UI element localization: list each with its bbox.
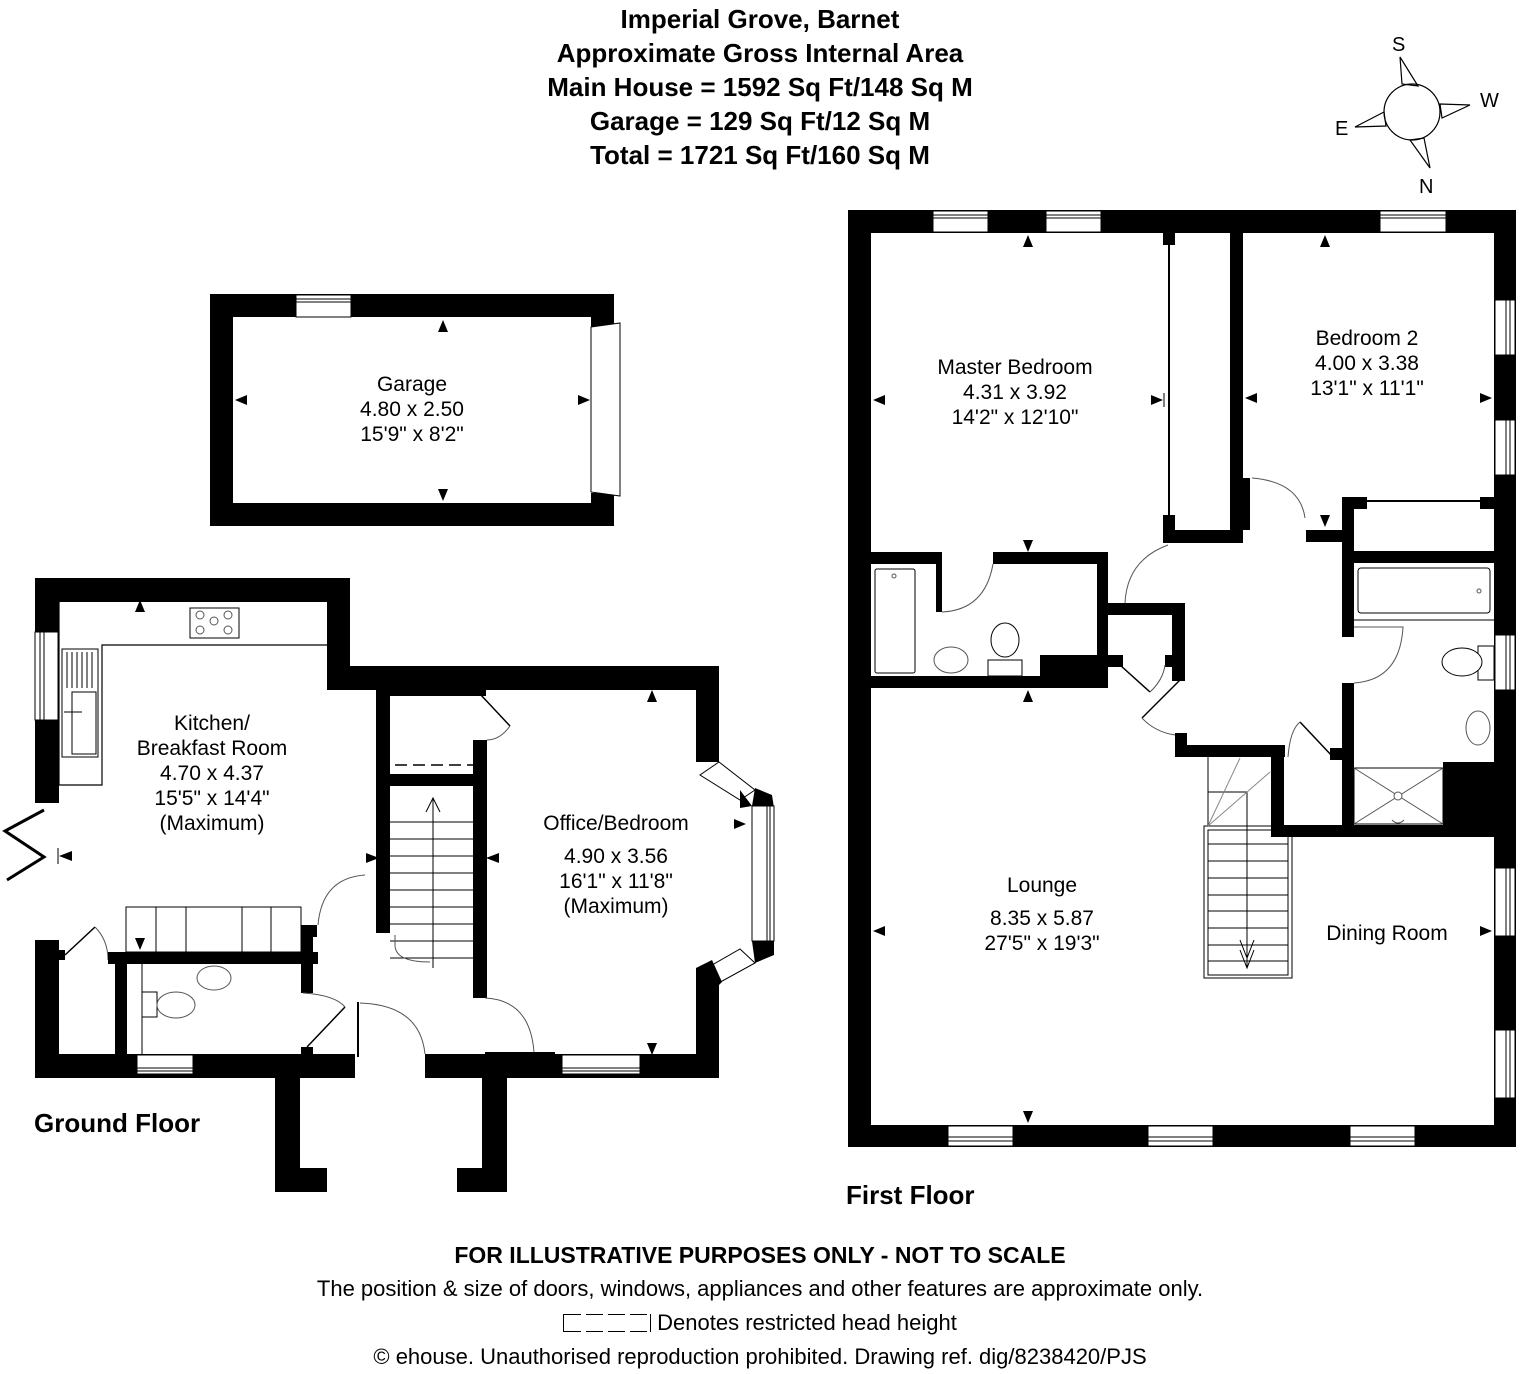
property-title: Imperial Grove, Barnet [620,4,900,34]
room-master-bedroom: Master Bedroom 4.31 x 3.92 14'2" x 12'10… [937,355,1092,430]
room-garage: Garage 4.80 x 2.50 15'9" x 8'2" [360,372,464,447]
room-kitchen: Kitchen/ Breakfast Room 4.70 x 4.37 15'5… [137,711,288,836]
room-lounge: Lounge 8.35 x 5.87 27'5" x 19'3" [984,873,1099,956]
garage-area: Garage = 129 Sq Ft/12 Sq M [589,106,931,136]
room-imperial: 14'2" x 12'10" [951,406,1079,429]
room-metric: 4.31 x 3.92 [963,381,1067,404]
room-dining: Dining Room [1326,921,1447,946]
first-floor-label: First Floor [846,1180,975,1210]
room-imperial: 13'1" x 11'1" [1310,377,1424,400]
room-metric: 4.70 x 4.37 [160,762,264,785]
room-metric: 4.80 x 2.50 [360,398,464,421]
restricted-head-height-icon [563,1313,652,1333]
title-block: Imperial Grove, Barnet Approximate Gross… [460,2,1060,172]
room-name: Garage [376,373,448,396]
room-imperial: 15'5" x 14'4" [154,787,270,810]
room-metric: 4.00 x 3.38 [1315,352,1419,375]
room-name: Dining Room [1326,922,1448,945]
compass-north-label: N [1419,176,1434,198]
ground-floor-label: Ground Floor [34,1108,201,1138]
room-bedroom-2: Bedroom 2 4.00 x 3.38 13'1" x 11'1" [1310,326,1424,401]
room-imperial: 15'9" x 8'2" [360,423,464,446]
room-metric: 8.35 x 5.87 [990,907,1094,930]
garage-plan [210,294,621,526]
room-imperial: 16'1" x 11'8" [559,870,673,893]
room-name: Office/Bedroom [543,812,689,835]
main-house-area: Main House = 1592 Sq Ft/148 Sq M [547,72,973,102]
room-name-line1: Kitchen/ [174,712,250,735]
total-area: Total = 1721 Sq Ft/160 Sq M [590,140,930,170]
room-name: Lounge [1006,874,1078,897]
room-name-line2: Breakfast Room [136,737,288,760]
disclaimer-title: FOR ILLUSTRATIVE PURPOSES ONLY - NOT TO … [454,1242,1066,1268]
first-floor-plan [848,210,1516,1147]
compass-south-label: S [1392,34,1406,56]
room-name: Bedroom 2 [1315,327,1419,350]
compass-west-label: W [1480,90,1499,112]
room-name: Master Bedroom [937,356,1093,379]
room-note: (Maximum) [159,812,265,835]
copyright: © ehouse. Unauthorised reproduction proh… [373,1344,1147,1369]
ground-floor-plan [2,578,775,1192]
disclaimer-text: The position & size of doors, windows, a… [316,1276,1204,1301]
room-note: (Maximum) [563,895,669,918]
compass-east-label: E [1335,118,1349,140]
room-imperial: 27'5" x 19'3" [984,932,1100,955]
compass-icon [1354,56,1471,169]
area-subtitle: Approximate Gross Internal Area [556,38,964,68]
footer: FOR ILLUSTRATIVE PURPOSES ONLY - NOT TO … [0,1238,1520,1374]
room-office: Office/Bedroom 4.90 x 3.56 16'1" x 11'8"… [543,811,689,919]
legend: Denotes restricted head height [0,1306,1520,1340]
room-metric: 4.90 x 3.56 [564,845,668,868]
legend-text: Denotes restricted head height [657,1310,957,1335]
